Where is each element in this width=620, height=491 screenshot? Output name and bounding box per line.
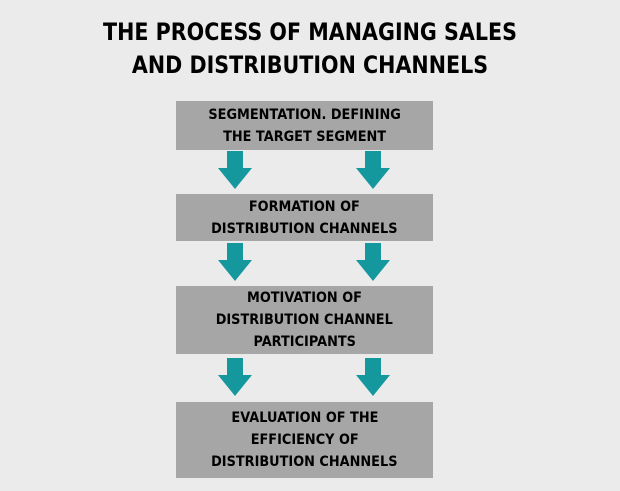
step-3-line-1: MOTIVATION OF [247,290,362,306]
arrow-down-icon [356,243,390,281]
step-segmentation: SEGMENTATION. DEFINING THE TARGET SEGMEN… [176,101,433,150]
step-motivation: MOTIVATION OF DISTRIBUTION CHANNEL PARTI… [176,286,433,354]
arrow-down-icon [218,243,252,281]
step-1-line-1: SEGMENTATION. DEFINING [208,106,401,123]
title-line-2: AND DISTRIBUTION CHANNELS [131,51,489,79]
step-3-line-2: DISTRIBUTION CHANNEL [215,312,394,328]
step-evaluation: EVALUATION OF THE EFFICIENCY OF DISTRIBU… [176,402,433,478]
arrow-down-icon [356,358,390,396]
step-3-line-3: PARTICIPANTS [253,334,356,350]
step-formation: FORMATION OF DISTRIBUTION CHANNELS [176,194,433,241]
arrow-down-icon [356,151,390,189]
step-4-line-1: EVALUATION OF THE [230,410,379,426]
step-2-line-2: DISTRIBUTION CHANNELS [211,220,398,237]
arrow-down-icon [218,151,252,189]
step-1-line-2: THE TARGET SEGMENT [222,128,386,145]
step-4-line-3: DISTRIBUTION CHANNELS [211,454,398,470]
step-2-line-1: FORMATION OF [248,198,360,215]
step-4-line-2: EFFICIENCY OF [250,432,359,448]
arrow-down-icon [218,358,252,396]
title-line-1: THE PROCESS OF MANAGING SALES [102,18,518,46]
